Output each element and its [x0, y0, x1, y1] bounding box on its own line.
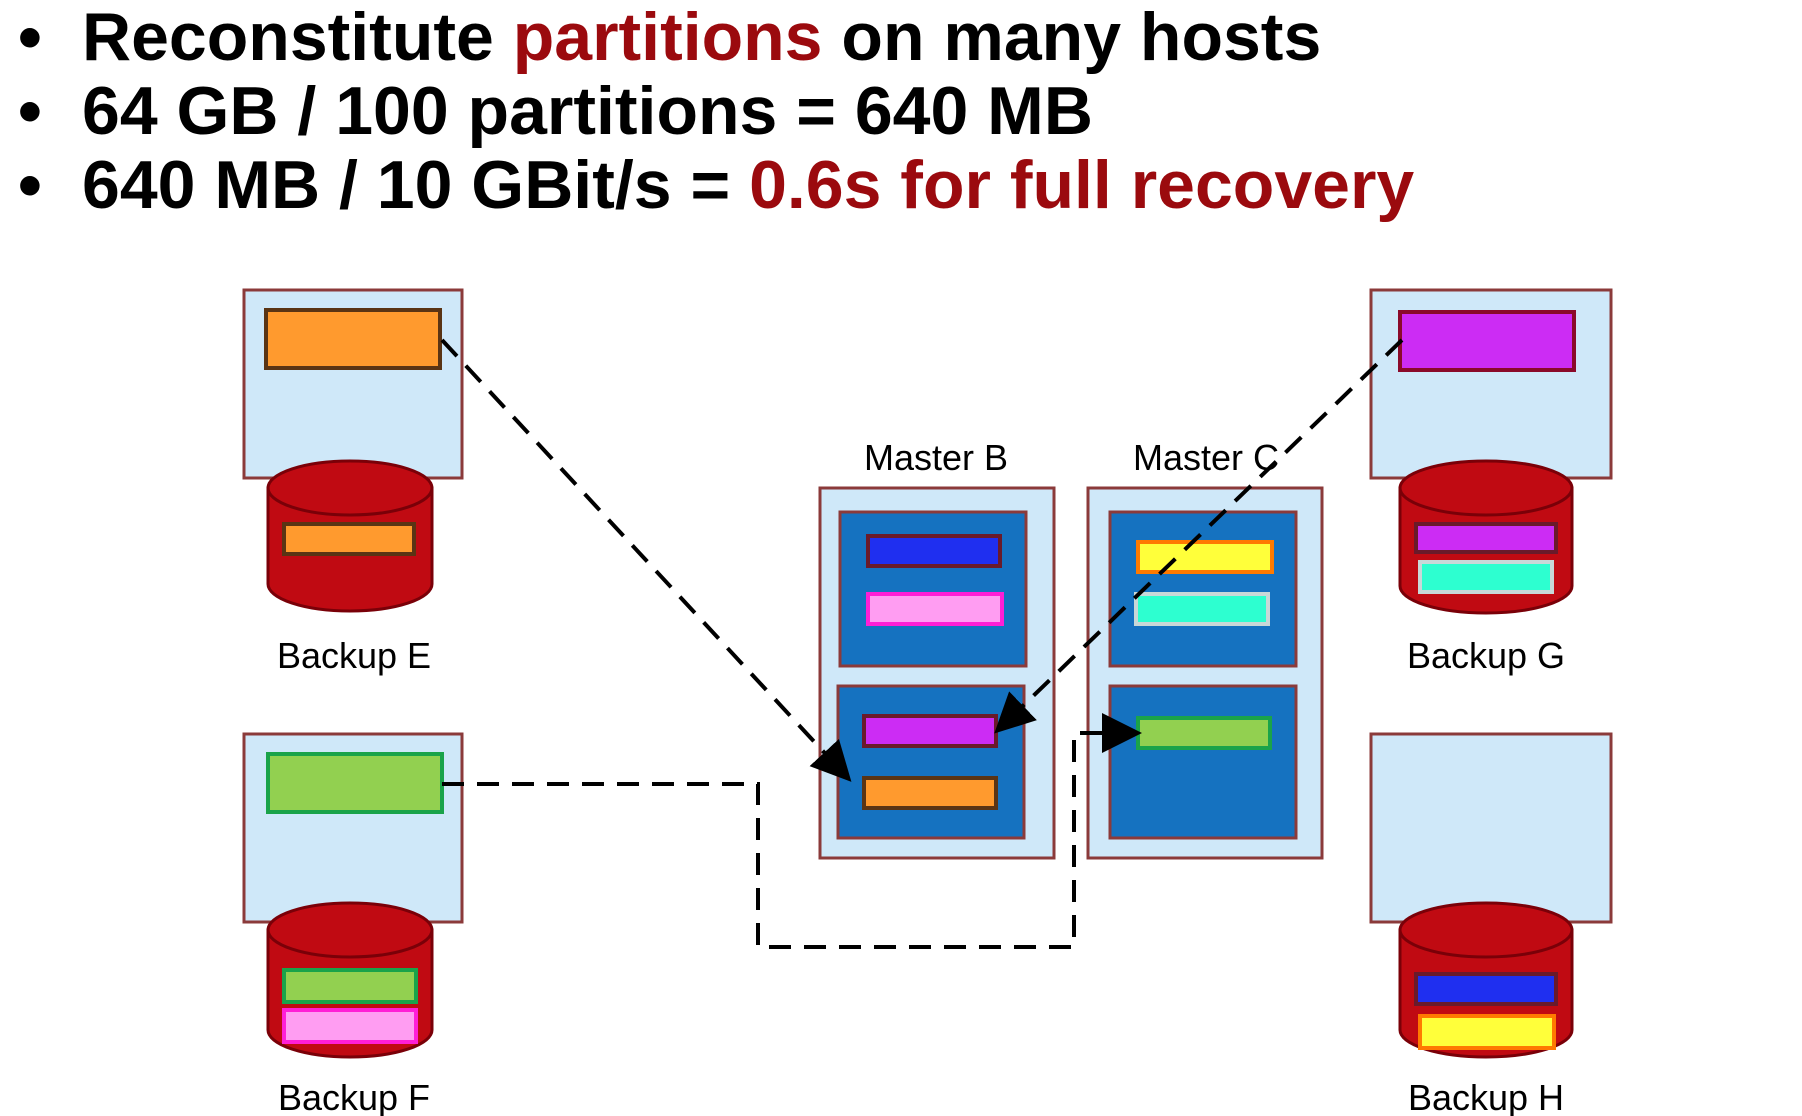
backup-f-label: Backup F — [278, 1077, 430, 1116]
master-c: Master C — [1086, 437, 1324, 860]
backup-g-disk-segment-teal — [1418, 560, 1554, 594]
backup-f-disk-segment-green — [282, 968, 418, 1004]
backup-g: Backup G — [1369, 288, 1613, 676]
backup-f: Backup F — [242, 732, 464, 1116]
bullet-3-highlight: 0.6s for full recovery — [749, 147, 1415, 223]
master-b-segment-pink — [866, 592, 1004, 626]
arrow-g-to-master-b — [994, 338, 1404, 734]
backup-e-disk-segment — [282, 522, 416, 556]
master-c-segment-teal — [1134, 592, 1270, 626]
backup-h-disk-segment-yellow — [1418, 1014, 1556, 1050]
backup-f-memory-segment — [266, 752, 444, 814]
backup-g-memory-segment — [1398, 310, 1576, 372]
backup-g-label: Backup G — [1407, 635, 1565, 676]
backup-h-disk-segment-blue — [1414, 972, 1558, 1006]
backup-e: Backup E — [242, 288, 464, 676]
bullet-item-1: • Reconstitute partitions on many hosts — [18, 0, 1414, 74]
arrow-e-to-master-b — [440, 338, 852, 782]
master-b-segment-blue — [866, 534, 1002, 568]
backup-h: Backup H — [1369, 732, 1613, 1116]
master-c-label: Master C — [1133, 437, 1279, 478]
master-b-segment-orange — [862, 776, 998, 810]
bullet-3-text: 640 MB / 10 GBit/s = — [82, 147, 750, 223]
master-b-segment-purple — [862, 714, 998, 748]
backup-e-memory-segment — [264, 308, 442, 370]
bullet-item-3: • 640 MB / 10 GBit/s = 0.6s for full rec… — [18, 148, 1414, 222]
backup-e-label: Backup E — [277, 635, 431, 676]
backup-f-disk-segment-pink — [282, 1008, 418, 1044]
bullet-list: • Reconstitute partitions on many hosts … — [18, 0, 1414, 222]
bullet-symbol: • — [18, 0, 42, 75]
master-c-partition-top — [1108, 510, 1298, 668]
bullet-symbol: • — [18, 147, 42, 223]
master-c-segment-green — [1136, 716, 1272, 750]
bullet-1-text-end: on many hosts — [822, 0, 1322, 75]
bullet-item-2: • 64 GB / 100 partitions = 640 MB — [18, 74, 1414, 148]
backup-h-label: Backup H — [1408, 1077, 1564, 1116]
master-b: Master B — [818, 437, 1056, 860]
master-c-segment-yellow — [1136, 540, 1274, 574]
bullet-2-text: 64 GB / 100 partitions = 640 MB — [82, 73, 1093, 149]
bullet-symbol: • — [18, 73, 42, 149]
master-b-label: Master B — [864, 437, 1008, 478]
master-c-partition-bottom — [1108, 684, 1298, 840]
backup-g-disk-segment-purple — [1414, 522, 1558, 554]
backup-h-server — [1369, 732, 1613, 924]
arrow-f-to-master-c — [442, 713, 1142, 949]
bullet-1-highlight: partitions — [512, 0, 823, 75]
bullet-1-text: Reconstitute — [82, 0, 513, 75]
master-b-partition-bottom — [836, 684, 1026, 840]
